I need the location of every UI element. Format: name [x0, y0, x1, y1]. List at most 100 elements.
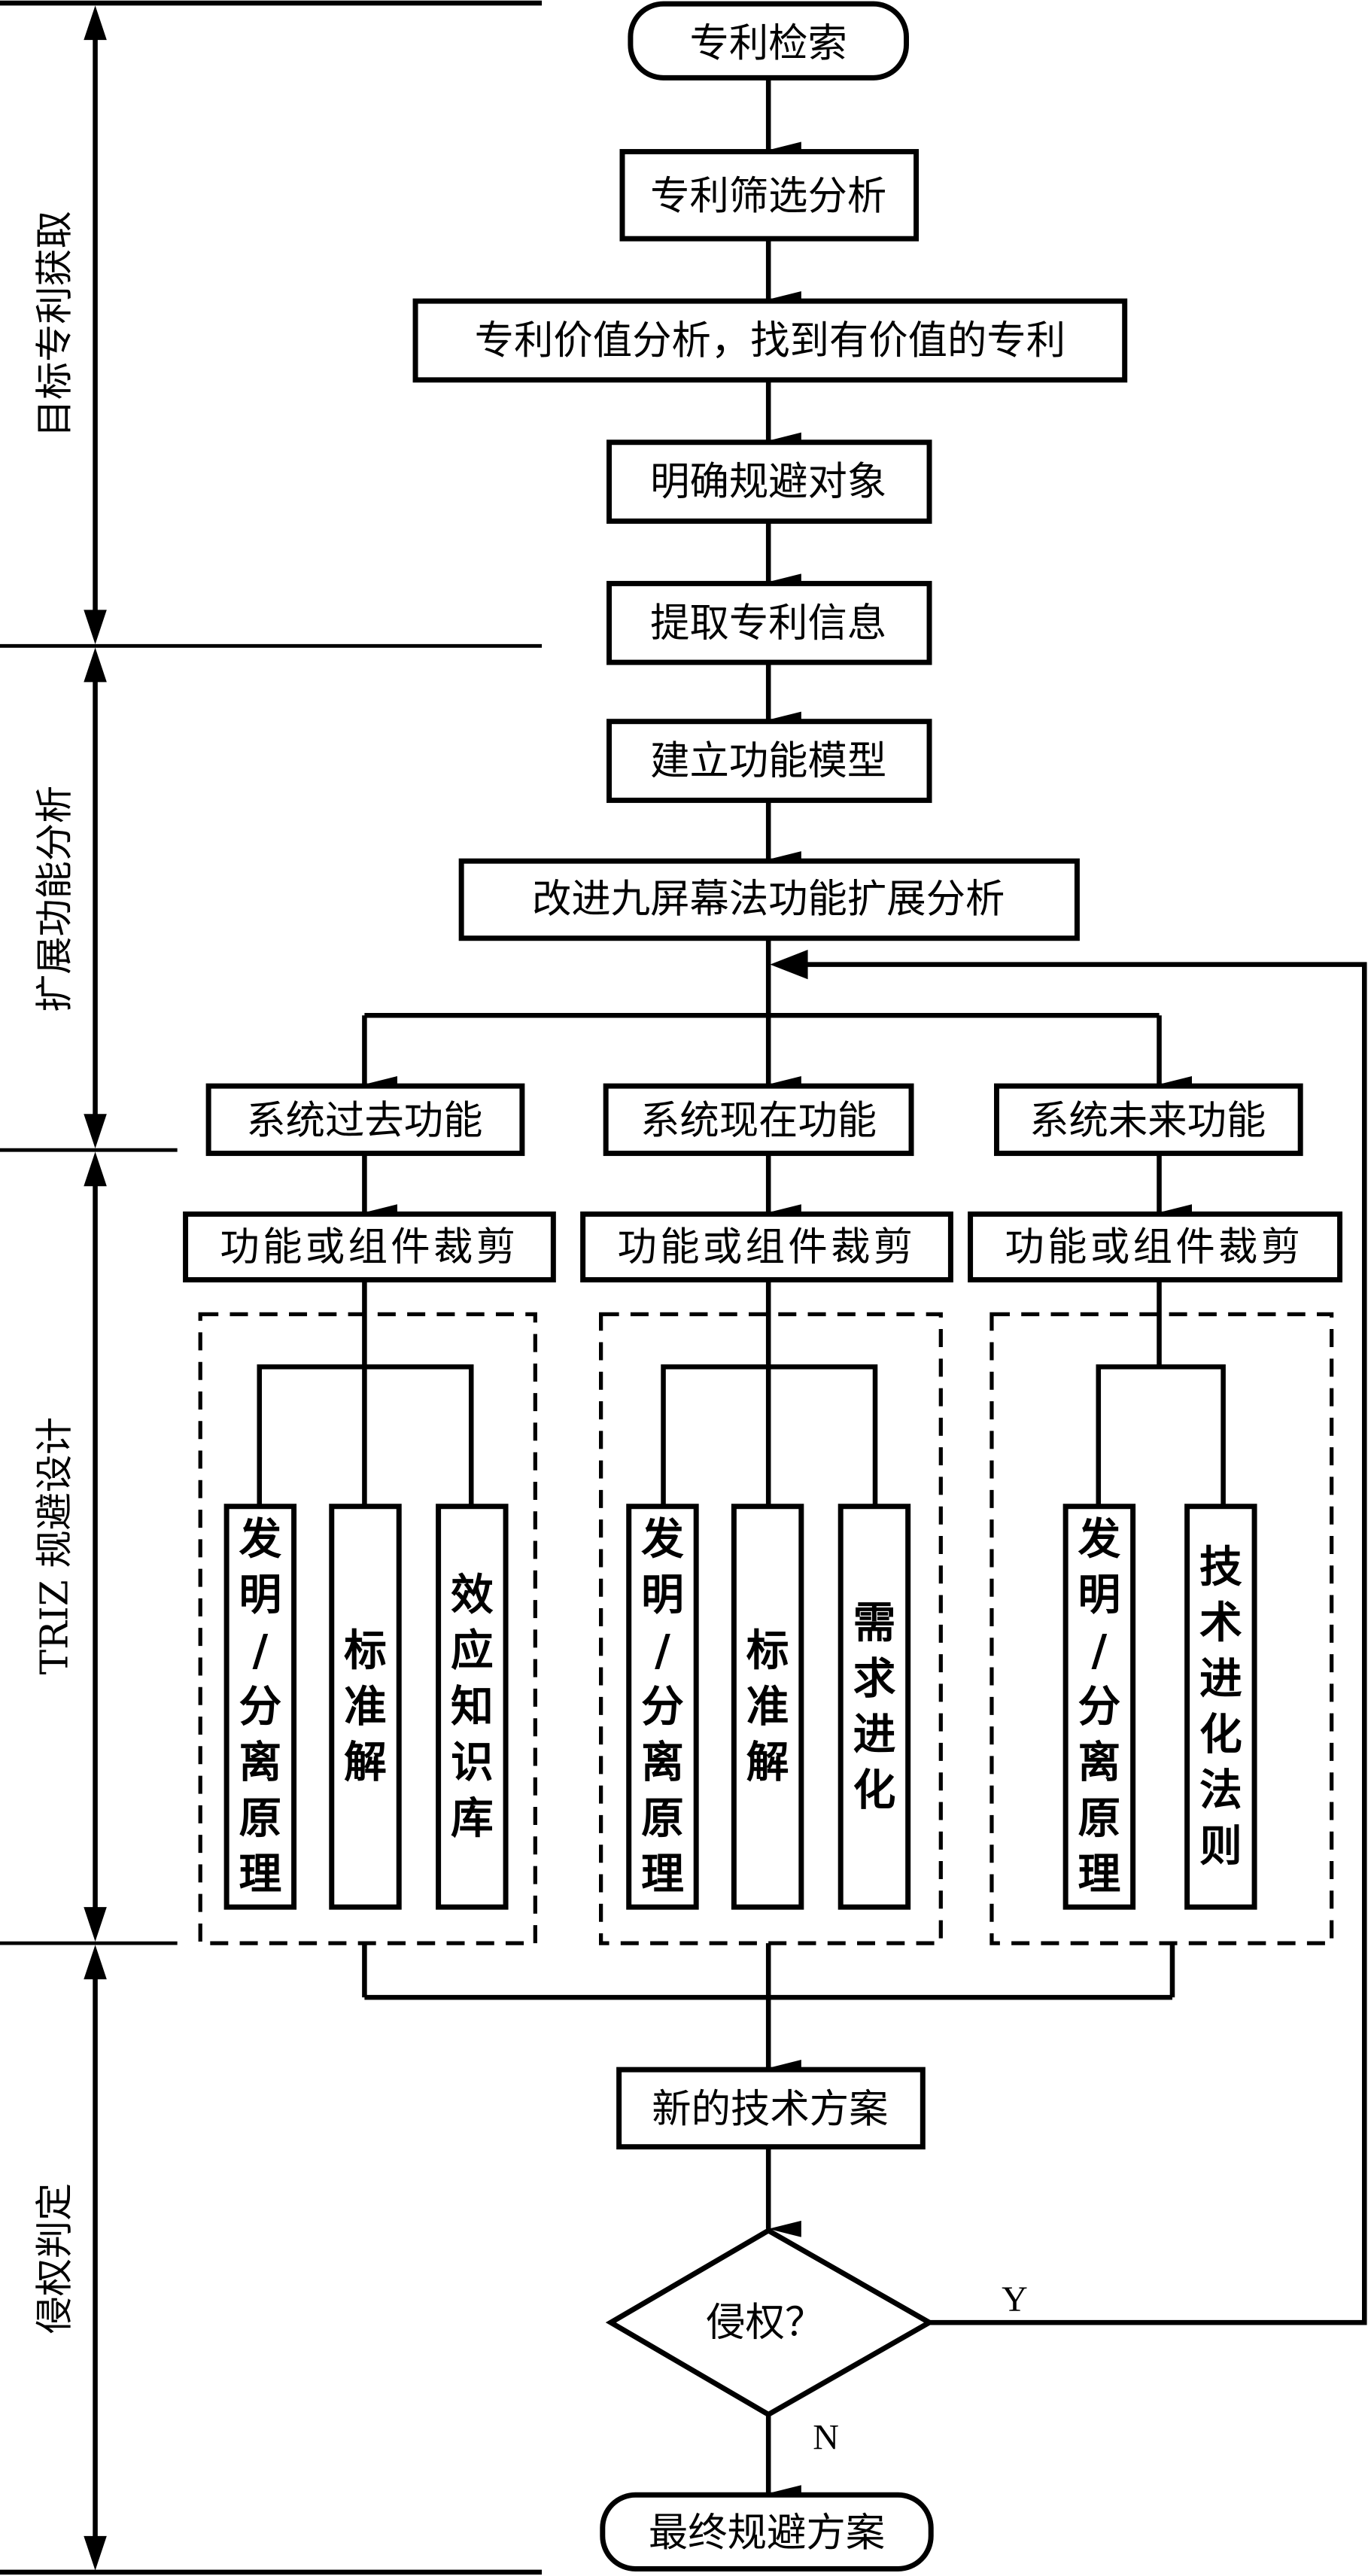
system-past-function: 系统过去功能: [205, 1083, 525, 1157]
step-label: 建立功能模型: [650, 738, 886, 784]
arrow-up-icon: [84, 1151, 107, 1187]
tool-char: 效: [451, 1571, 494, 1620]
decision-infringement: 侵权？: [605, 2227, 935, 2418]
tool-char: 识: [451, 1738, 494, 1787]
start-node: 专利检索: [628, 1, 909, 81]
tool-char: 进: [1199, 1654, 1242, 1704]
tool-char: 知: [451, 1682, 494, 1732]
tool-char: 进: [853, 1710, 896, 1759]
tool-char: 原: [1078, 1793, 1121, 1843]
tool-char: 法: [1199, 1765, 1242, 1815]
step-patent-screening: 专利筛选分析: [619, 149, 920, 242]
tool-char: 解: [344, 1738, 387, 1787]
step-label: 明确规避对象: [650, 459, 886, 505]
tool-char: 标: [344, 1626, 387, 1676]
feedback-loop-line: [798, 962, 1367, 2325]
tool-char: 离: [641, 1738, 684, 1787]
tool-char: 标: [746, 1626, 789, 1676]
tool-char: 分: [239, 1682, 281, 1732]
tool-char: 术: [1199, 1598, 1242, 1648]
tool-char: 准: [746, 1682, 789, 1732]
tool-char: 离: [1078, 1738, 1121, 1787]
tool-char: 求: [853, 1654, 896, 1704]
tool-char: 离: [239, 1738, 281, 1787]
tool-char: 库: [451, 1793, 494, 1843]
trim-present: 功能或组件裁剪: [580, 1211, 953, 1283]
tool-column: 标准解: [731, 1504, 804, 1910]
tool-char: 化: [853, 1765, 896, 1815]
arrow-down-icon: [84, 610, 107, 645]
tool-char: 则: [1199, 1821, 1242, 1871]
arrow-down-icon: [84, 2535, 107, 2571]
tool-group-future: [989, 1312, 1334, 1945]
step-patent-value-analysis: 专利价值分析，找到有价值的专利: [412, 298, 1128, 383]
no-label: N: [813, 2417, 839, 2457]
step-label: 改进九屏幕法功能扩展分析: [532, 876, 1005, 922]
phase-bracket: 目标专利获取 扩展功能分析 TRIZ 规避设计 侵权判定: [0, 0, 543, 2575]
connector: [1096, 1364, 1226, 1507]
trim-future: 功能或组件裁剪: [968, 1211, 1343, 1283]
tool-char: 明: [641, 1571, 684, 1620]
tool-char: 分: [641, 1682, 684, 1732]
tool-char: 需: [853, 1598, 896, 1648]
phase-label-target-patent: 目标专利获取: [32, 211, 77, 437]
end-node: 最终规避方案: [600, 2492, 934, 2571]
tool-char: 解: [746, 1738, 789, 1787]
tool-char: 准: [344, 1682, 387, 1732]
trim-past: 功能或组件裁剪: [183, 1211, 556, 1283]
tool-char: /: [252, 1626, 268, 1676]
tool-char: 技: [1199, 1542, 1242, 1592]
tool-char: /: [1092, 1626, 1108, 1676]
phase-label-infringement: 侵权判定: [32, 2183, 77, 2334]
step-extract-info: 提取专利信息: [606, 580, 932, 665]
tool-char: 理: [1078, 1849, 1121, 1899]
arrow-up-icon: [84, 1945, 107, 1980]
arrow-up-icon: [84, 5, 107, 41]
connector: [257, 1364, 474, 1507]
trim-label: 功能或组件裁剪: [617, 1224, 916, 1270]
new-solution-label: 新的技术方案: [652, 2086, 888, 2132]
tool-char: 应: [451, 1626, 494, 1676]
tool-char: 理: [239, 1849, 281, 1899]
system-label: 系统过去功能: [246, 1097, 482, 1143]
tool-char: 发: [1078, 1514, 1121, 1564]
tool-group-past: [198, 1312, 537, 1945]
tool-char: 明: [239, 1571, 281, 1620]
new-solution-node: 新的技术方案: [616, 2067, 926, 2150]
phase-label-function-analysis: 扩展功能分析: [32, 786, 77, 1012]
system-present-function: 系统现在功能: [603, 1083, 914, 1157]
step-label: 提取专利信息: [650, 600, 886, 646]
start-label: 专利检索: [689, 20, 847, 66]
tool-char: 发: [641, 1514, 684, 1564]
arrow-down-icon: [84, 1907, 107, 1942]
arrow-left-icon: [770, 950, 808, 980]
tool-char: 分: [1078, 1682, 1121, 1732]
tool-char: 明: [1078, 1571, 1121, 1620]
tool-char: 发: [239, 1514, 281, 1564]
trim-label: 功能或组件裁剪: [1005, 1224, 1303, 1270]
tool-char: 理: [641, 1849, 684, 1899]
tool-char: /: [655, 1626, 670, 1676]
tool-char: 原: [641, 1793, 684, 1843]
decision-label: 侵权？: [706, 2300, 824, 2346]
system-label: 系统现在功能: [640, 1097, 877, 1143]
step-function-model: 建立功能模型: [606, 719, 932, 803]
step-label: 专利价值分析，找到有价值的专利: [475, 318, 1065, 363]
step-define-target: 明确规避对象: [606, 439, 932, 524]
arrow-up-icon: [84, 647, 107, 683]
tool-char: 化: [1199, 1710, 1242, 1759]
system-label: 系统未来功能: [1029, 1097, 1266, 1143]
trim-label: 功能或组件裁剪: [220, 1224, 518, 1270]
arrow-down-icon: [84, 1114, 107, 1149]
system-future-function: 系统未来功能: [994, 1083, 1303, 1157]
tool-char: 原: [239, 1793, 281, 1843]
tool-columns: 发明/分离原理标准解效应知识库发明/分离原理标准解需求进化发明/分离原理技术进化…: [223, 1504, 1257, 1910]
phase-label-triz-design: TRIZ 规避设计: [32, 1417, 77, 1675]
